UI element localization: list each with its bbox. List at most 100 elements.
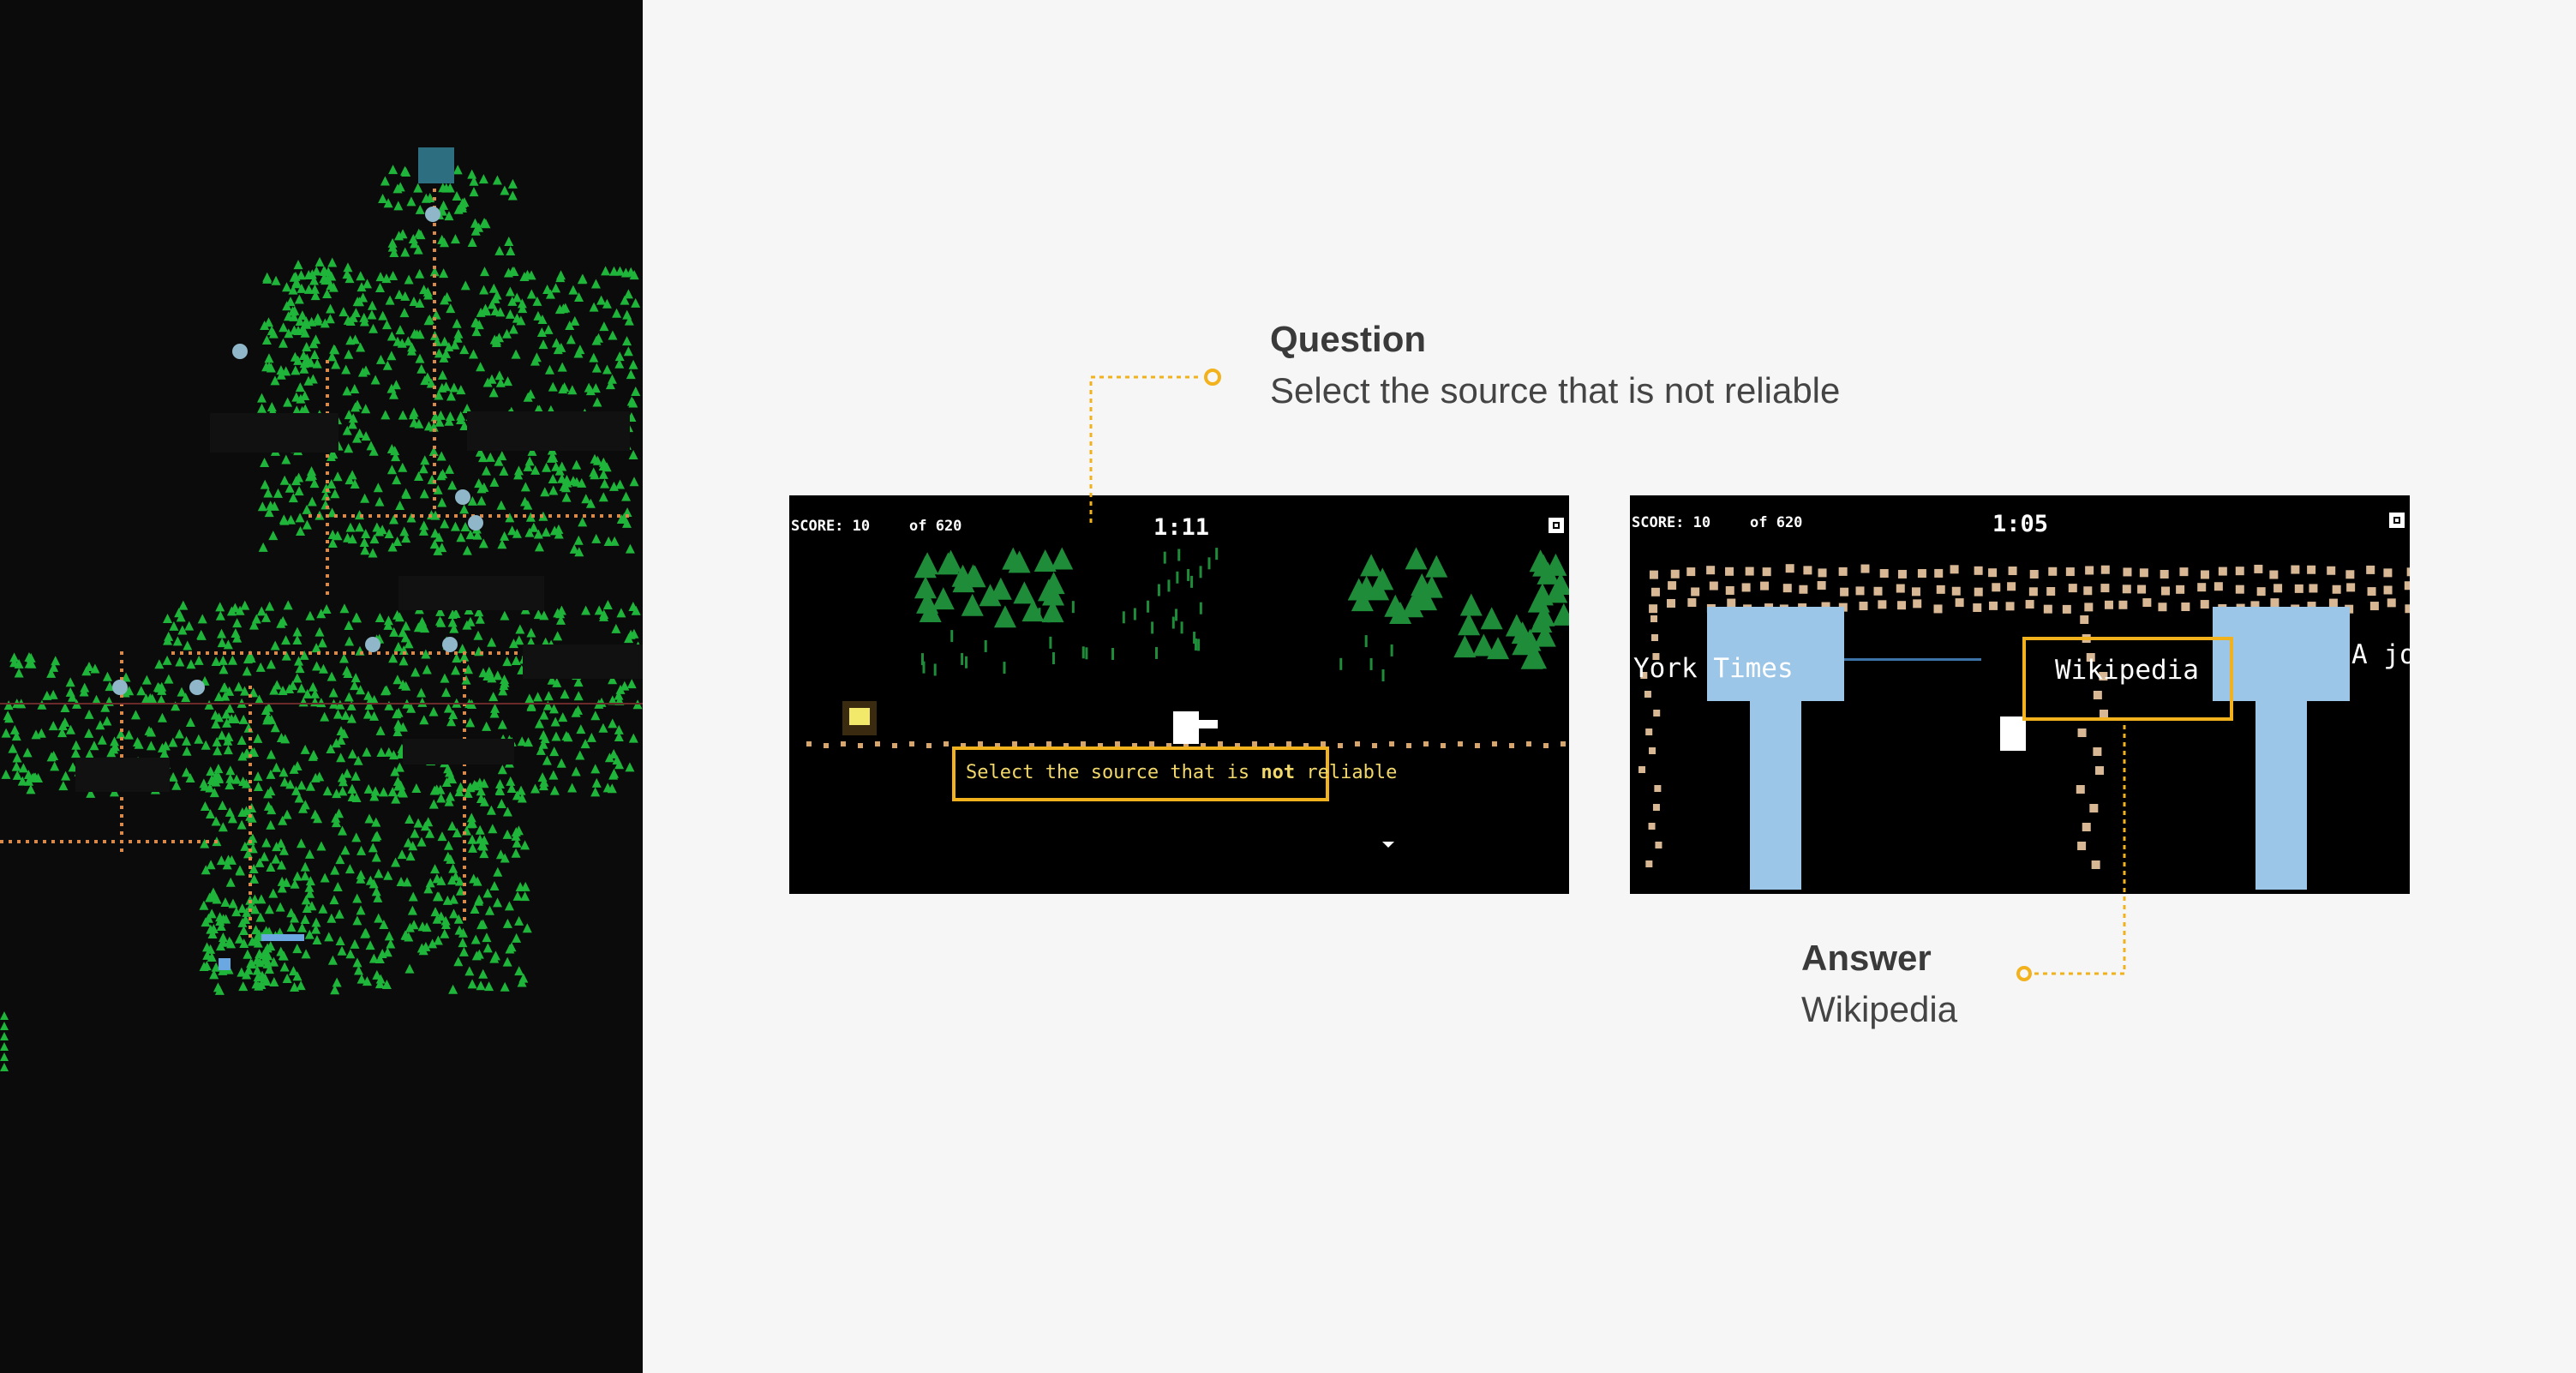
tree bbox=[474, 607, 484, 617]
tree bbox=[379, 787, 389, 797]
tree bbox=[526, 701, 536, 711]
choice-york-times[interactable]: York Times bbox=[1633, 653, 1794, 684]
tree bbox=[961, 593, 984, 616]
path-tile bbox=[403, 651, 406, 655]
tree bbox=[475, 834, 485, 844]
tree bbox=[394, 289, 404, 299]
tree bbox=[291, 365, 301, 375]
tree bbox=[1530, 610, 1553, 633]
tree bbox=[171, 780, 182, 790]
tree bbox=[300, 871, 310, 881]
tree bbox=[436, 875, 446, 885]
tree bbox=[598, 492, 608, 502]
path-tile bbox=[463, 788, 466, 792]
ground-tile bbox=[909, 741, 914, 746]
tree bbox=[270, 375, 280, 386]
tree bbox=[0, 1042, 9, 1051]
tree bbox=[435, 410, 446, 420]
rock-tile bbox=[1934, 568, 1944, 578]
tree bbox=[384, 528, 394, 538]
rock-tile bbox=[1855, 586, 1865, 596]
tree bbox=[451, 609, 461, 619]
tree bbox=[589, 302, 599, 312]
tree bbox=[428, 706, 439, 716]
tree bbox=[439, 268, 449, 279]
tree bbox=[430, 907, 440, 917]
tree bbox=[260, 457, 270, 467]
down-arrow-icon[interactable] bbox=[1382, 842, 1394, 848]
tree bbox=[288, 493, 298, 503]
tree bbox=[277, 876, 287, 886]
tree bbox=[542, 462, 552, 472]
rock-tile bbox=[2309, 584, 2318, 593]
tree bbox=[356, 342, 366, 352]
choice-wikipedia[interactable]: Wikipedia bbox=[2055, 655, 2199, 686]
tree bbox=[31, 729, 41, 740]
tree bbox=[281, 454, 291, 465]
tree bbox=[541, 527, 551, 537]
tree bbox=[932, 587, 955, 610]
path-tile bbox=[433, 497, 436, 501]
tree bbox=[374, 868, 384, 878]
grass bbox=[933, 663, 937, 676]
path-tile bbox=[463, 848, 466, 852]
path-tile bbox=[343, 514, 346, 518]
tree bbox=[311, 266, 321, 276]
tree bbox=[313, 813, 323, 824]
tree bbox=[223, 745, 233, 755]
tree bbox=[496, 500, 506, 510]
grass bbox=[984, 639, 987, 652]
tree bbox=[299, 358, 309, 369]
tree bbox=[351, 832, 362, 842]
tree bbox=[450, 339, 460, 350]
rock-tile bbox=[1650, 587, 1660, 597]
path-tile bbox=[69, 840, 72, 843]
tree bbox=[307, 496, 317, 507]
tree bbox=[590, 383, 601, 393]
choice-journal[interactable]: A jou bbox=[2351, 639, 2410, 670]
rock-tile bbox=[1725, 567, 1734, 576]
tree bbox=[608, 718, 618, 728]
tree bbox=[508, 324, 518, 334]
tree bbox=[399, 308, 410, 318]
tree bbox=[487, 637, 497, 647]
player-character bbox=[1173, 711, 1199, 744]
path-tile bbox=[454, 651, 458, 655]
path-tile bbox=[249, 874, 252, 878]
tree bbox=[326, 478, 337, 489]
tree bbox=[387, 787, 398, 797]
tree bbox=[596, 295, 607, 305]
tree bbox=[382, 947, 392, 957]
tree bbox=[214, 985, 225, 995]
tree bbox=[116, 728, 126, 739]
tree bbox=[308, 374, 318, 384]
tree bbox=[465, 717, 476, 728]
rock-tile bbox=[1648, 823, 1656, 830]
tree bbox=[558, 712, 568, 722]
gear-icon[interactable] bbox=[1547, 516, 1566, 535]
path-tile bbox=[309, 651, 312, 655]
tree bbox=[60, 716, 70, 727]
tree bbox=[162, 655, 172, 665]
tree bbox=[267, 805, 277, 815]
rock-tile bbox=[1649, 604, 1658, 614]
path-tile bbox=[120, 840, 123, 843]
tree bbox=[386, 331, 397, 341]
path-tile bbox=[34, 840, 38, 843]
tree bbox=[337, 772, 347, 782]
tree bbox=[405, 851, 416, 861]
path-tile bbox=[433, 343, 436, 346]
tree bbox=[356, 974, 367, 984]
path-tile bbox=[411, 651, 415, 655]
tree bbox=[361, 404, 371, 414]
rock-tile bbox=[2043, 604, 2052, 614]
tree bbox=[172, 636, 183, 646]
tree bbox=[312, 358, 322, 369]
path-tile bbox=[437, 651, 440, 655]
grass bbox=[1194, 639, 1197, 651]
tree bbox=[398, 645, 409, 656]
gear-icon[interactable] bbox=[2387, 511, 2406, 530]
tree bbox=[408, 891, 418, 902]
path-tile bbox=[617, 514, 620, 518]
tree bbox=[364, 700, 374, 710]
